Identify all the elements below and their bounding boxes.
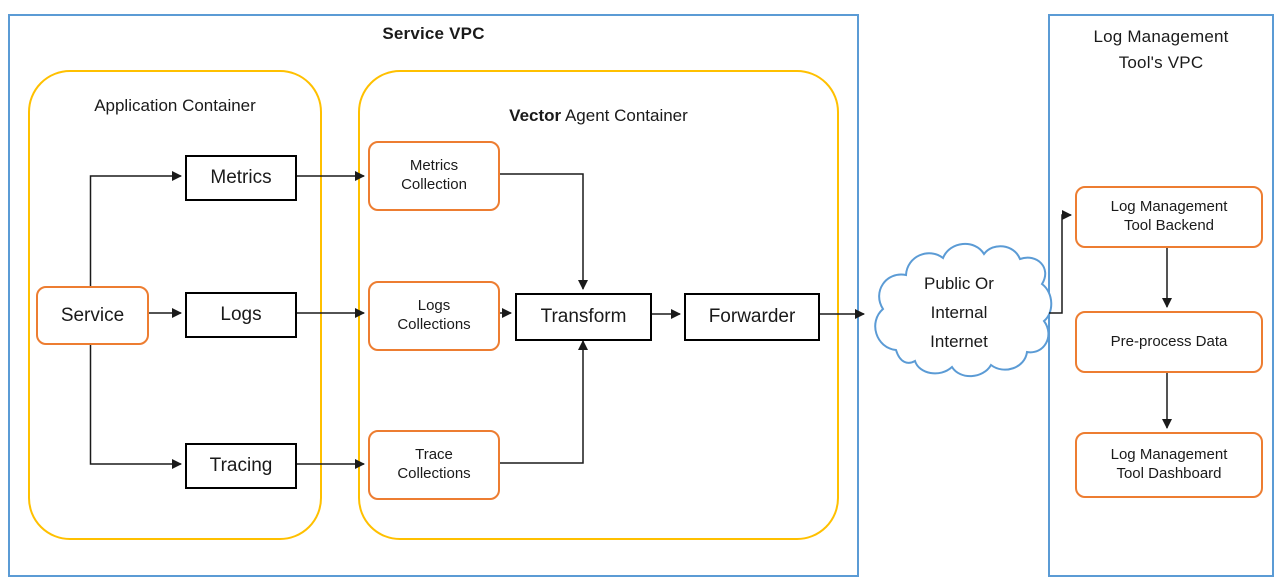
transform-node: Transform [515, 293, 652, 341]
logs-collections-label: Logs Collections [397, 297, 471, 333]
logs-node-label: Logs [220, 304, 262, 326]
vector-title-bold: Vector [509, 106, 562, 125]
log-backend-label: Log Management Tool Backend [1110, 198, 1228, 234]
logs-collections-node: Logs Collections [368, 281, 500, 351]
metrics-node: Metrics [185, 155, 297, 201]
application-container: Application Container [28, 70, 322, 540]
preprocess-label: Pre-process Data [1110, 332, 1228, 350]
logs-node: Logs [185, 292, 297, 338]
metrics-node-label: Metrics [210, 167, 272, 189]
arrow-service-to-tracing [89, 343, 182, 469]
service-vpc-container: Service VPC [8, 14, 859, 577]
service-node: Service [36, 286, 149, 345]
metrics-collection-label: Metrics Collection [401, 157, 467, 193]
internet-cloud-shape [874, 243, 1053, 378]
application-container-title: Application Container [94, 96, 256, 115]
cloud-label-line1: Public Or [924, 274, 994, 293]
forwarder-node-label: Forwarder [708, 306, 796, 328]
log-dashboard-label: Log Management Tool Dashboard [1110, 446, 1228, 482]
trace-collections-label: Trace Collections [397, 446, 471, 482]
service-vpc-title: Service VPC [382, 24, 485, 43]
log-dashboard-node: Log Management Tool Dashboard [1075, 432, 1263, 498]
transform-node-label: Transform [540, 306, 627, 328]
vector-title-rest: Agent Container [561, 106, 688, 125]
log-backend-node: Log Management Tool Backend [1075, 186, 1263, 248]
service-node-label: Service [60, 304, 125, 326]
log-vpc-title: Log Management Tool's VPC [1093, 27, 1229, 72]
arrow-service-to-metrics [89, 171, 182, 286]
forwarder-node: Forwarder [684, 293, 820, 341]
vector-agent-container: Vector Agent Container [358, 70, 839, 540]
cloud-label-line3: Internet [930, 332, 988, 351]
trace-collections-node: Trace Collections [368, 430, 500, 500]
metrics-collection-node: Metrics Collection [368, 141, 500, 211]
arrow-metrics-collection-to-transform [498, 173, 588, 290]
cloud-label-line2: Internal [930, 303, 988, 322]
arrow-cloud-to-backend [1049, 210, 1072, 314]
tracing-node-label: Tracing [209, 455, 273, 477]
internet-cloud-label: Public Or Internal Internet [880, 269, 1038, 356]
preprocess-node: Pre-process Data [1075, 311, 1263, 373]
tracing-node: Tracing [185, 443, 297, 489]
vector-agent-container-title: Vector Agent Container [360, 106, 837, 126]
arrow-trace-collections-to-transform [498, 340, 588, 464]
